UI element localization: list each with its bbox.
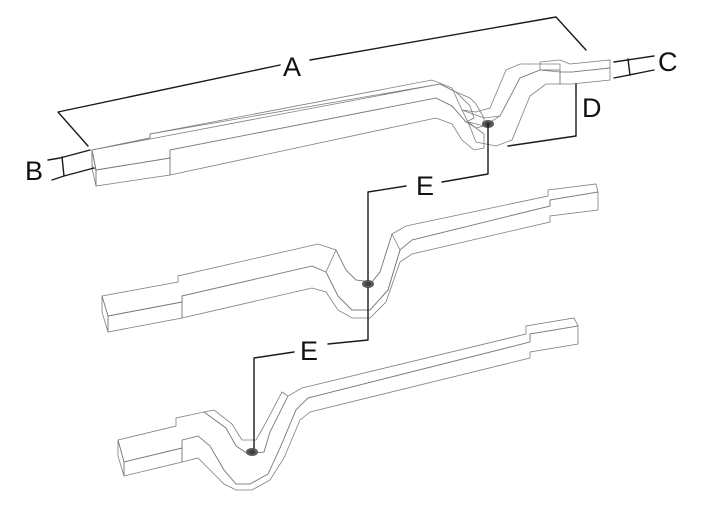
dimension-d [507, 83, 577, 147]
label-c: C [658, 47, 678, 77]
dimension-a [57, 16, 587, 147]
label-d: D [582, 93, 602, 123]
brace-top [91, 59, 611, 187]
dimension-e-top [367, 123, 489, 281]
label-a: A [283, 52, 301, 82]
label-e-top: E [416, 171, 434, 201]
brace-bottom [117, 317, 579, 491]
label-b: B [25, 156, 43, 186]
dimension-b [47, 149, 95, 181]
dimension-e-mid [253, 287, 369, 449]
brace-middle [101, 183, 599, 333]
dimension-c [613, 55, 655, 79]
label-e-mid: E [300, 336, 318, 366]
